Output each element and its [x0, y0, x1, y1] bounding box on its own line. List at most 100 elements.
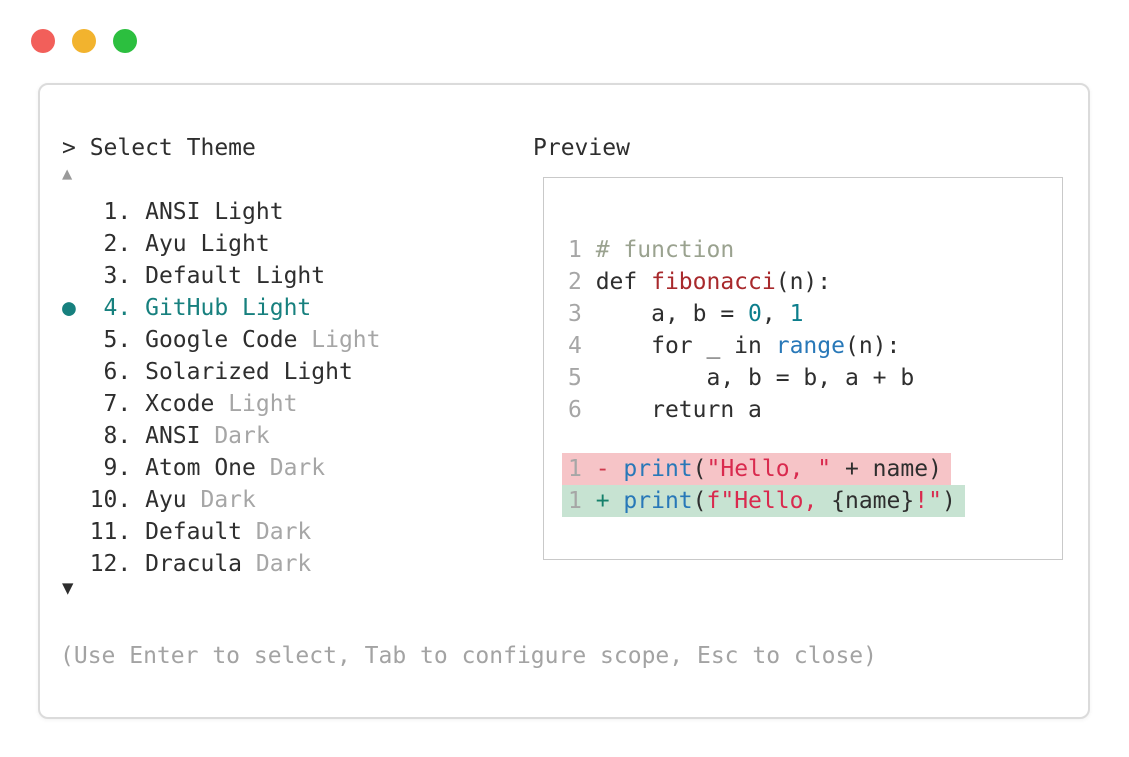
theme-number: 5.	[62, 327, 146, 353]
theme-name: Ayu Light	[145, 231, 270, 257]
theme-name: ANSI	[145, 423, 201, 449]
code-line: 4 for _ in range(n):	[568, 330, 1062, 362]
theme-name-suffix: Dark	[269, 455, 326, 481]
code-token-code: def	[595, 269, 652, 295]
zoom-button[interactable]	[113, 29, 137, 53]
theme-option[interactable]: 9. Atom One Dark	[62, 452, 381, 484]
theme-name: Xcode	[145, 391, 215, 417]
code-token-code: + name)	[831, 456, 942, 482]
theme-option[interactable]: 11. Default Dark	[62, 516, 381, 548]
line-number: 1	[568, 456, 596, 482]
code-token-number: 1	[789, 301, 804, 327]
theme-name: Default Light	[145, 263, 326, 289]
line-number: 5	[568, 365, 596, 391]
theme-name-suffix: Dark	[214, 423, 270, 449]
code-token-code: (	[692, 456, 707, 482]
code-line: 5 a, b = b, a + b	[568, 362, 1062, 394]
theme-name: Dracula	[145, 551, 243, 577]
code-token-string: f"Hello,	[706, 488, 832, 514]
theme-name: GitHub Light	[145, 295, 312, 321]
code-token-code: a, b = b, a + b	[595, 365, 915, 391]
code-line: 3 a, b = 0, 1	[568, 298, 1062, 330]
theme-number: 12.	[62, 551, 146, 577]
theme-number: 1.	[62, 199, 146, 225]
close-button[interactable]	[31, 29, 55, 53]
code-line: 6 return a	[568, 394, 1062, 426]
code-token-code: ,	[761, 301, 790, 327]
code-token-code: (	[692, 488, 707, 514]
theme-name: Google Code	[145, 327, 298, 353]
theme-option[interactable]: 7. Xcode Light	[62, 388, 381, 420]
theme-name: Atom One	[145, 455, 256, 481]
code-token-code: return a	[595, 397, 762, 423]
select-theme-prompt: > Select Theme	[62, 135, 256, 161]
line-number: 4	[568, 333, 596, 359]
scroll-up-icon[interactable]: ▲	[62, 164, 73, 184]
theme-option[interactable]: ● 4. GitHub Light	[62, 292, 381, 324]
theme-number: 11.	[62, 519, 146, 545]
theme-option[interactable]: 10. Ayu Dark	[62, 484, 381, 516]
theme-number: 3.	[62, 263, 146, 289]
preview-title: Preview	[533, 135, 630, 161]
keyboard-hints: (Use Enter to select, Tab to configure s…	[60, 643, 877, 669]
line-number: 6	[568, 397, 596, 423]
theme-name: Ayu	[145, 487, 187, 513]
code-token-code: for _ in	[595, 333, 776, 359]
theme-number: 7.	[62, 391, 146, 417]
code-token-code: (n):	[775, 269, 832, 295]
theme-option[interactable]: 3. Default Light	[62, 260, 381, 292]
theme-option[interactable]: 12. Dracula Dark	[62, 548, 381, 580]
theme-number: 6.	[62, 359, 146, 385]
theme-number: 10.	[62, 487, 146, 513]
code-token-plus: +	[595, 488, 624, 514]
theme-picker-window: > Select Theme Preview ▲ 1. ANSI Light 2…	[38, 83, 1090, 719]
line-number: 1	[568, 237, 596, 263]
theme-name: Solarized Light	[145, 359, 353, 385]
code-token-code: )	[941, 488, 956, 514]
code-token-number: 0	[748, 301, 762, 327]
scroll-down-icon[interactable]: ▼	[62, 577, 74, 599]
code-token-string: "Hello, "	[706, 456, 832, 482]
theme-option[interactable]: 5. Google Code Light	[62, 324, 381, 356]
theme-name: Default	[145, 519, 243, 545]
code-token-code: a, b =	[595, 301, 749, 327]
window-controls	[31, 29, 137, 53]
code-token-string: !"	[914, 488, 942, 514]
theme-name-suffix: Dark	[200, 487, 256, 513]
theme-name: ANSI Light	[145, 199, 284, 225]
theme-name-suffix: Dark	[255, 551, 312, 577]
theme-number: 9.	[62, 455, 146, 481]
diff-block: 1 - print("Hello, " + name)1 + print(f"H…	[562, 453, 1062, 517]
theme-option[interactable]: 8. ANSI Dark	[62, 420, 381, 452]
diff-highlight-added: 1 + print(f"Hello, {name}!")	[562, 485, 965, 517]
code-token-minus: -	[595, 456, 624, 482]
line-number: 3	[568, 301, 596, 327]
theme-number: 8.	[62, 423, 146, 449]
theme-number: 2.	[62, 231, 146, 257]
theme-option[interactable]: 1. ANSI Light	[62, 196, 381, 228]
diff-line-added: 1 + print(f"Hello, {name}!")	[562, 485, 1062, 517]
theme-name-suffix: Dark	[255, 519, 312, 545]
code-token-func: fibonacci	[651, 269, 776, 295]
code-token-builtin: print	[623, 488, 693, 514]
theme-name-suffix: Light	[228, 391, 298, 417]
line-number: 1	[568, 488, 596, 514]
line-number: 2	[568, 269, 596, 295]
diff-highlight-removed: 1 - print("Hello, " + name)	[562, 453, 951, 485]
code-line: 1 # function	[568, 234, 1062, 266]
theme-list: 1. ANSI Light 2. Ayu Light 3. Default Li…	[62, 196, 381, 580]
code-token-builtin: print	[623, 456, 693, 482]
diff-line-removed: 1 - print("Hello, " + name)	[562, 453, 1062, 485]
selected-bullet-and-number: ● 4.	[62, 295, 146, 321]
code-line: 2 def fibonacci(n):	[568, 266, 1062, 298]
code-token-builtin: range	[775, 333, 845, 359]
theme-option[interactable]: 6. Solarized Light	[62, 356, 381, 388]
minimize-button[interactable]	[72, 29, 96, 53]
theme-name-suffix: Light	[311, 327, 381, 353]
code-token-comment: # function	[595, 237, 735, 263]
code-token-code: {name}	[831, 488, 915, 514]
code-token-code: (n):	[844, 333, 901, 359]
theme-option[interactable]: 2. Ayu Light	[62, 228, 381, 260]
